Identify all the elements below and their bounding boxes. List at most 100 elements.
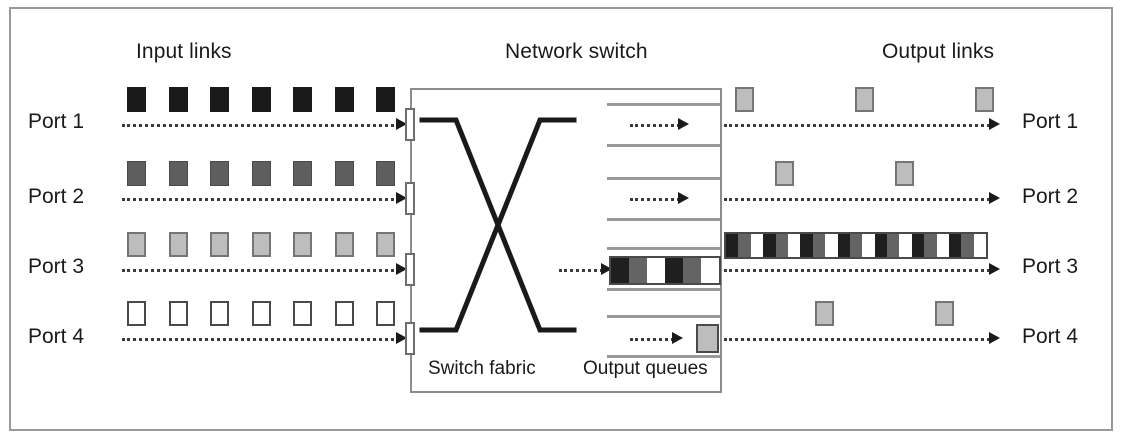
input-packet xyxy=(168,87,188,112)
output-port-3-packet-band xyxy=(724,232,989,259)
output-packet xyxy=(949,234,962,257)
output-packet xyxy=(787,234,801,257)
switch-input-connector-4 xyxy=(405,322,415,355)
queue-rail-2-bottom xyxy=(607,218,720,221)
input-packet xyxy=(168,161,188,186)
output-link-line-4 xyxy=(724,338,990,341)
output-packet xyxy=(895,161,914,186)
input-link-line-1 xyxy=(122,124,400,127)
output-link-line-2 xyxy=(724,198,990,201)
output-arrow-4 xyxy=(989,332,1000,344)
queue-rail-3-bottom xyxy=(607,288,720,291)
queue-rail-1-bottom xyxy=(607,144,720,147)
output-packet xyxy=(975,87,994,112)
output-arrow-3 xyxy=(989,263,1000,275)
output-arrow-1 xyxy=(989,118,1000,130)
input-packet xyxy=(210,232,229,257)
output-packet xyxy=(924,234,937,257)
output-packet xyxy=(973,234,987,257)
input-packet xyxy=(127,87,146,112)
input-packet xyxy=(127,301,146,326)
input-packet xyxy=(210,161,229,186)
input-packet xyxy=(251,232,271,257)
queue-feed-line-1 xyxy=(630,124,680,127)
output-packet xyxy=(775,234,788,257)
input-packet xyxy=(251,161,271,186)
output-port-label-1: Port 1 xyxy=(1022,110,1079,133)
input-link-line-3 xyxy=(122,269,400,272)
queue-rail-2-top xyxy=(607,177,720,180)
output-queue-packet-group xyxy=(609,256,721,285)
queue-feed-arrow-4 xyxy=(672,332,683,344)
output-packet xyxy=(825,234,838,257)
switch-input-connector-1 xyxy=(405,108,415,141)
output-packet xyxy=(935,301,954,326)
input-packet xyxy=(210,301,229,326)
heading-input-links: Input links xyxy=(136,40,232,63)
input-packet xyxy=(251,87,271,112)
switch-input-connector-3 xyxy=(405,253,415,286)
input-link-line-4 xyxy=(122,338,400,341)
output-packet xyxy=(936,234,950,257)
output-arrow-2 xyxy=(989,192,1000,204)
input-port-label-2: Port 2 xyxy=(28,185,85,208)
queue-feed-line-3 xyxy=(559,269,603,272)
input-arrow-2 xyxy=(396,192,407,204)
switch-input-connector-2 xyxy=(405,182,415,215)
output-port-label-3: Port 3 xyxy=(1022,255,1079,278)
output-packet xyxy=(887,234,900,257)
output-queue-packet xyxy=(701,258,719,283)
output-queue-packet xyxy=(611,258,629,283)
input-packet xyxy=(334,232,354,257)
queue-feed-arrow-3 xyxy=(601,263,612,275)
output-packet xyxy=(750,234,764,257)
output-packet xyxy=(961,234,974,257)
input-packet xyxy=(334,87,354,112)
input-packet xyxy=(293,87,312,112)
input-packet xyxy=(127,232,146,257)
input-packet xyxy=(210,87,229,112)
input-port-label-4: Port 4 xyxy=(28,325,85,348)
output-queue-packet xyxy=(696,324,719,353)
input-port-label-3: Port 3 xyxy=(28,255,85,278)
input-packet xyxy=(376,87,395,112)
output-link-line-3 xyxy=(724,269,990,272)
output-packet xyxy=(800,234,813,257)
queue-rail-1-top xyxy=(607,103,720,106)
queue-feed-arrow-2 xyxy=(678,192,689,204)
output-queue-packet xyxy=(683,258,701,283)
output-packet xyxy=(855,87,874,112)
output-packet xyxy=(849,234,863,257)
output-packet xyxy=(862,234,875,257)
input-packet xyxy=(168,232,188,257)
output-packet xyxy=(874,234,888,257)
queue-rail-4-bottom xyxy=(607,355,720,358)
output-packet xyxy=(837,234,850,257)
output-port-label-4: Port 4 xyxy=(1022,325,1079,348)
input-arrow-4 xyxy=(396,332,407,344)
label-output-queues: Output queues xyxy=(583,358,708,379)
queue-feed-arrow-1 xyxy=(678,118,689,130)
input-arrow-1 xyxy=(396,118,407,130)
input-packet xyxy=(376,161,395,186)
input-packet xyxy=(293,301,312,326)
output-queue-packet xyxy=(647,258,665,283)
heading-output-links: Output links xyxy=(882,40,995,63)
output-port-label-2: Port 2 xyxy=(1022,185,1079,208)
heading-network-switch: Network switch xyxy=(505,40,648,63)
input-link-line-2 xyxy=(122,198,400,201)
output-packet xyxy=(911,234,925,257)
output-queue-packet xyxy=(629,258,647,283)
input-port-label-1: Port 1 xyxy=(28,110,85,133)
output-packet xyxy=(763,234,776,257)
input-packet xyxy=(334,301,354,326)
queue-feed-line-4 xyxy=(630,338,674,341)
output-packet xyxy=(735,87,754,112)
input-packet xyxy=(376,232,395,257)
queue-rail-4-top xyxy=(607,315,720,318)
input-packet xyxy=(127,161,146,186)
input-packet xyxy=(251,301,271,326)
output-packet xyxy=(775,161,794,186)
input-packet xyxy=(293,232,312,257)
